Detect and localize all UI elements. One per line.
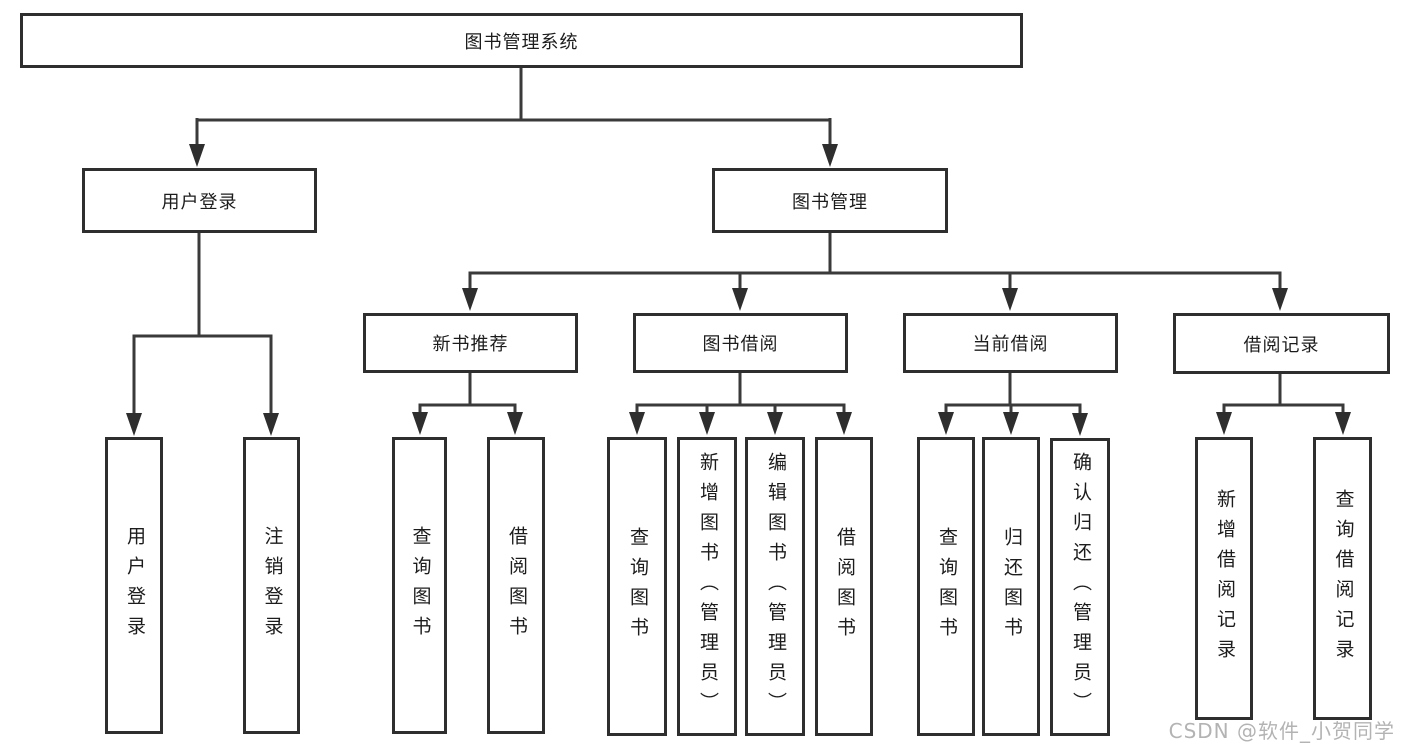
node-label: 新增图书（管理员） xyxy=(696,451,719,722)
node-label: 当前借阅 xyxy=(972,334,1049,355)
node-label: 图书借阅 xyxy=(702,334,779,355)
node-leaf-query-borrow-record: 查询借阅记录 xyxy=(1313,437,1372,720)
node-leaf-add-borrow-record: 新增借阅记录 xyxy=(1195,437,1253,720)
node-leaf-query-book-current: 查询图书 xyxy=(917,437,975,736)
node-label: 归还图书 xyxy=(1000,526,1023,647)
node-label: 图书管理 xyxy=(792,191,868,213)
node-leaf-confirm-return-admin: 确认归还（管理员） xyxy=(1050,438,1110,736)
node-label: 借阅图书 xyxy=(505,525,528,646)
node-book-borrowing: 图书借阅 xyxy=(633,313,848,373)
node-label: 查询图书 xyxy=(626,526,649,647)
node-user-login: 用户登录 xyxy=(82,168,317,233)
node-book-management: 图书管理 xyxy=(712,168,948,233)
arrowheads-current-leaves xyxy=(938,412,1088,436)
connector-record-to-leaves xyxy=(1222,374,1345,417)
arrowheads-borrow-leaves xyxy=(629,412,852,435)
node-leaf-edit-book-admin: 编辑图书（管理员） xyxy=(745,437,805,736)
node-label: 用户登录 xyxy=(161,191,238,213)
node-leaf-query-book-recommend: 查询图书 xyxy=(392,437,447,734)
node-leaf-logout: 注销登录 xyxy=(243,437,300,734)
node-new-book-recommend: 新书推荐 xyxy=(363,313,578,373)
node-label: 借阅记录 xyxy=(1243,334,1320,356)
node-label: 查询借阅记录 xyxy=(1332,488,1355,669)
connector-rec-to-leaves xyxy=(418,373,517,417)
arrowheads-level2 xyxy=(189,144,838,167)
node-label: 查询图书 xyxy=(409,525,432,646)
node-label: 图书管理系统 xyxy=(464,31,579,53)
node-label: 确认归还（管理员） xyxy=(1069,452,1092,722)
arrowheads-login-leaves xyxy=(126,413,279,436)
connector-root-to-level2 xyxy=(195,68,832,148)
node-current-borrowing: 当前借阅 xyxy=(903,313,1118,373)
connector-borrow-to-leaves xyxy=(635,373,846,417)
arrowheads-level3 xyxy=(462,288,1288,311)
connector-mgmt-to-level3 xyxy=(468,233,1282,292)
node-leaf-add-book-admin: 新增图书（管理员） xyxy=(677,437,737,736)
node-leaf-borrow-book: 借阅图书 xyxy=(815,437,873,736)
node-label: 注销登录 xyxy=(261,525,284,646)
node-label: 编辑图书（管理员） xyxy=(764,451,787,722)
node-label: 借阅图书 xyxy=(833,526,856,647)
connector-current-to-leaves xyxy=(944,373,1082,418)
connector-login-to-leaves xyxy=(132,233,273,416)
arrowheads-record-leaves xyxy=(1216,412,1351,435)
node-leaf-return-book: 归还图书 xyxy=(982,437,1040,736)
arrowheads-rec-leaves xyxy=(412,412,523,435)
node-label: 查询图书 xyxy=(935,526,958,647)
node-leaf-borrow-book-recommend: 借阅图书 xyxy=(487,437,545,734)
node-label: 新增借阅记录 xyxy=(1213,488,1236,669)
node-label: 新书推荐 xyxy=(432,334,509,355)
node-borrowing-records: 借阅记录 xyxy=(1173,313,1390,374)
csdn-watermark: CSDN @软件_小贺同学 xyxy=(1168,719,1395,743)
node-label: 用户登录 xyxy=(123,525,146,646)
node-system-root: 图书管理系统 xyxy=(20,13,1023,68)
node-leaf-query-book-borrow: 查询图书 xyxy=(607,437,667,736)
node-leaf-user-login: 用户登录 xyxy=(105,437,163,734)
